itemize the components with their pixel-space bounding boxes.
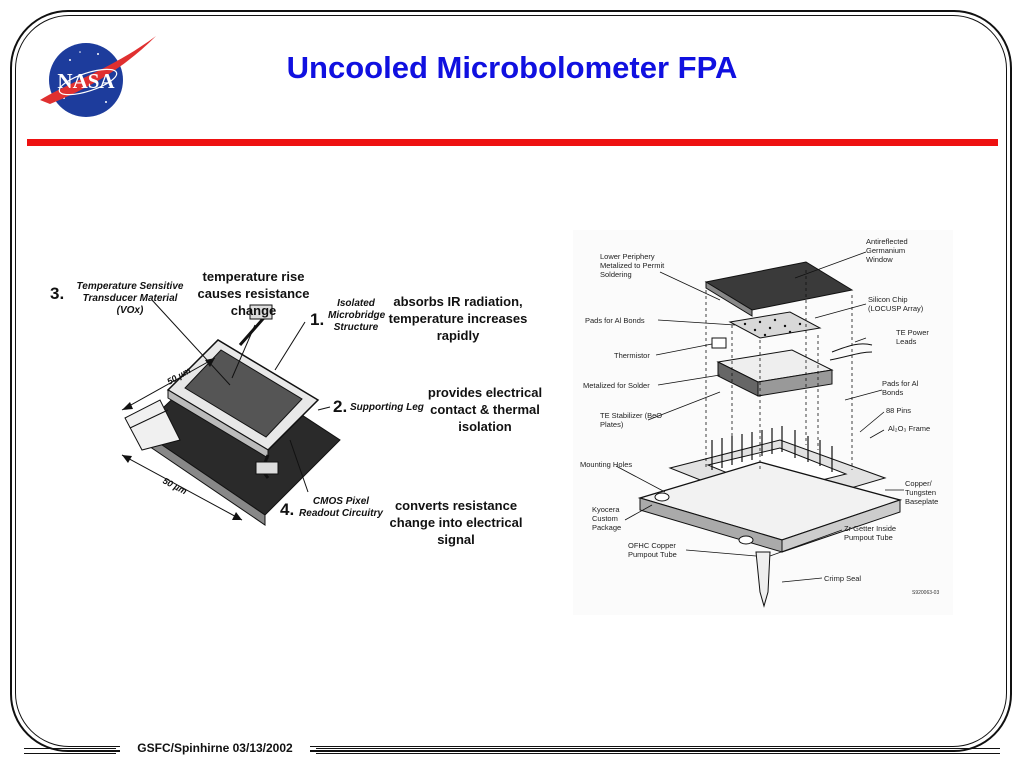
callout-1-number: 1.: [310, 310, 325, 329]
slide-title: Uncooled Microbolometer FPA: [286, 50, 738, 85]
label-kyocera-package: Kyocera Custom Package: [592, 505, 622, 532]
footer-text: GSFC/Spinhirne 03/13/2002: [120, 741, 310, 755]
label-thermistor: Thermistor: [614, 351, 650, 360]
title-rule: [27, 139, 998, 146]
label-zr-getter: Zr Getter Inside Pumpout Tube: [844, 524, 897, 542]
label-pads-al-bonds-lower: Pads for Al Bonds: [882, 379, 919, 397]
footer-rule-right: [316, 748, 1000, 754]
figure-stamp: S920063-03: [912, 590, 940, 596]
label-silicon-chip: Silicon Chip (LOCUSP Array): [868, 295, 924, 313]
label-metalized-for-solder: Metalized for Solder: [583, 381, 650, 390]
label-copper-tungsten-baseplate: Copper/ Tungsten Baseplate: [905, 479, 939, 506]
label-lower-periphery: Lower Periphery Metalized to Permit Sold…: [600, 252, 665, 279]
label-mounting-holes: Mounting Holes: [580, 460, 633, 469]
label-germanium-window: Antireflected Germanium Window: [866, 237, 908, 264]
label-te-stabilizer: TE Stabilizer (BeO Plates): [600, 411, 663, 429]
callout-1-label: Isolated Microbridge Structure: [328, 298, 386, 333]
nasa-logo-text: NASA: [57, 69, 115, 93]
slide-border-outer: [10, 10, 1012, 752]
callout-2-label: Supporting Leg: [350, 402, 424, 413]
label-88-pins: 88 Pins: [886, 406, 912, 415]
slide-border-inner: [15, 15, 1007, 747]
label-pads-al-bonds-upper: Pads for Al Bonds: [585, 316, 645, 325]
callout-3-label: Temperature Sensitive Transducer Materia…: [76, 281, 184, 316]
callout-1-description: absorbs IR radiation, temperature increa…: [388, 294, 528, 343]
callout-4-description: converts resistance change into electric…: [389, 498, 523, 547]
callout-4-number: 4.: [280, 500, 295, 519]
callout-4-label: CMOS Pixel Readout Circuitry: [299, 496, 383, 519]
label-crimp-seal: Crimp Seal: [824, 574, 862, 583]
label-ofhc-pumpout-tube: OFHC Copper Pumpout Tube: [628, 541, 677, 559]
callout-2-description: provides electrical contact & thermal is…: [427, 385, 543, 434]
callout-2-number: 2.: [333, 397, 348, 416]
label-al2o3-frame: Al₂O₃ Frame: [888, 424, 931, 433]
footer-rule-left: [24, 748, 116, 754]
nasa-logo: NASA: [40, 36, 156, 117]
callout-3-description: temperature rise causes resistance chang…: [197, 269, 310, 318]
callout-3-number: 3.: [50, 284, 65, 303]
label-te-power-leads: TE Power Leads: [896, 328, 929, 346]
